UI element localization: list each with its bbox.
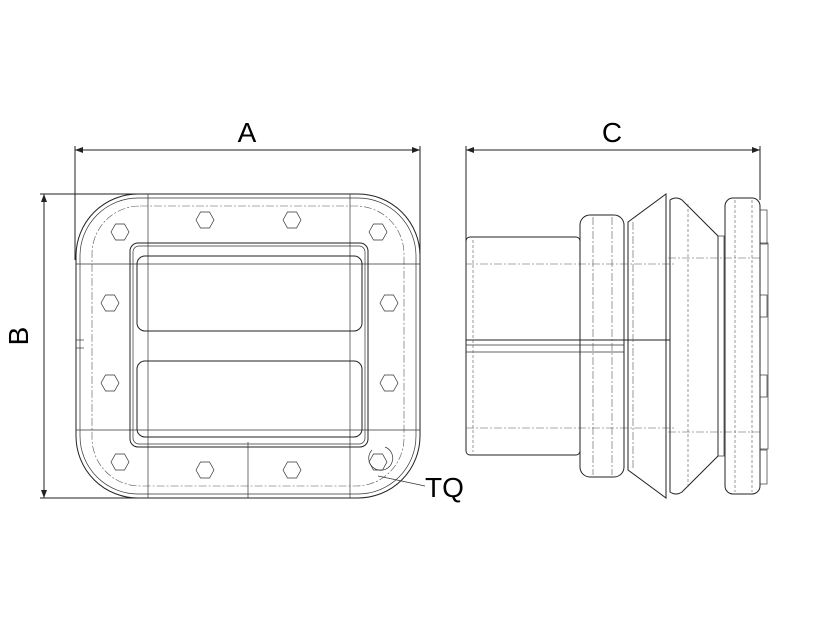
dimension-a-label: A	[238, 117, 257, 148]
dimension-c: C	[465, 117, 761, 340]
dimension-a: A	[74, 117, 421, 260]
dimension-c-label: C	[602, 117, 622, 148]
bolt-icons	[100, 211, 399, 479]
side-view	[465, 193, 769, 499]
tq-callout-label: TQ	[425, 472, 464, 503]
dimension-b-label: B	[3, 327, 34, 346]
side-bolt-icons	[759, 209, 768, 485]
dimension-b: B	[3, 193, 140, 499]
upper-window	[136, 255, 363, 332]
front-view: TQ	[75, 193, 464, 503]
torque-arrow-icon	[368, 446, 394, 471]
lower-window	[136, 360, 363, 438]
